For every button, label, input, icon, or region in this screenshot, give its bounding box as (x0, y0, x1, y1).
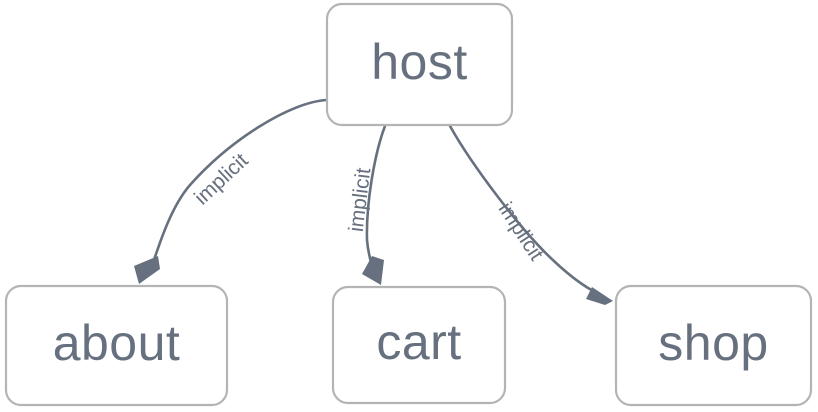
edge-host-cart-label: implicit (345, 166, 376, 233)
edge-host-cart-arrowhead (362, 256, 384, 285)
edge-host-about-label: implicit (190, 149, 253, 210)
node-host-box (325, 2, 514, 127)
node-cart-label: cart (376, 314, 461, 370)
edge-host-shop[interactable]: implicit (448, 124, 613, 305)
node-cart[interactable]: cart (331, 285, 507, 405)
node-shop-label: shop (658, 315, 768, 371)
node-host-label: host (371, 34, 468, 90)
edge-host-about[interactable]: implicit (134, 98, 329, 284)
node-cart-box (331, 285, 507, 405)
node-about[interactable]: about (4, 284, 229, 407)
node-host[interactable]: host (325, 2, 514, 127)
edge-host-cart[interactable]: implicit (345, 124, 387, 285)
edge-host-about-arrowhead (134, 256, 160, 284)
edge-host-shop-label: implicit (494, 198, 548, 264)
edge-host-about-path (148, 98, 329, 274)
node-shop[interactable]: shop (614, 284, 813, 407)
node-about-label: about (53, 315, 181, 371)
edge-host-shop-path (448, 124, 599, 295)
node-shop-box (614, 284, 813, 407)
edge-host-shop-arrowhead (586, 287, 613, 305)
node-about-box (4, 284, 229, 407)
